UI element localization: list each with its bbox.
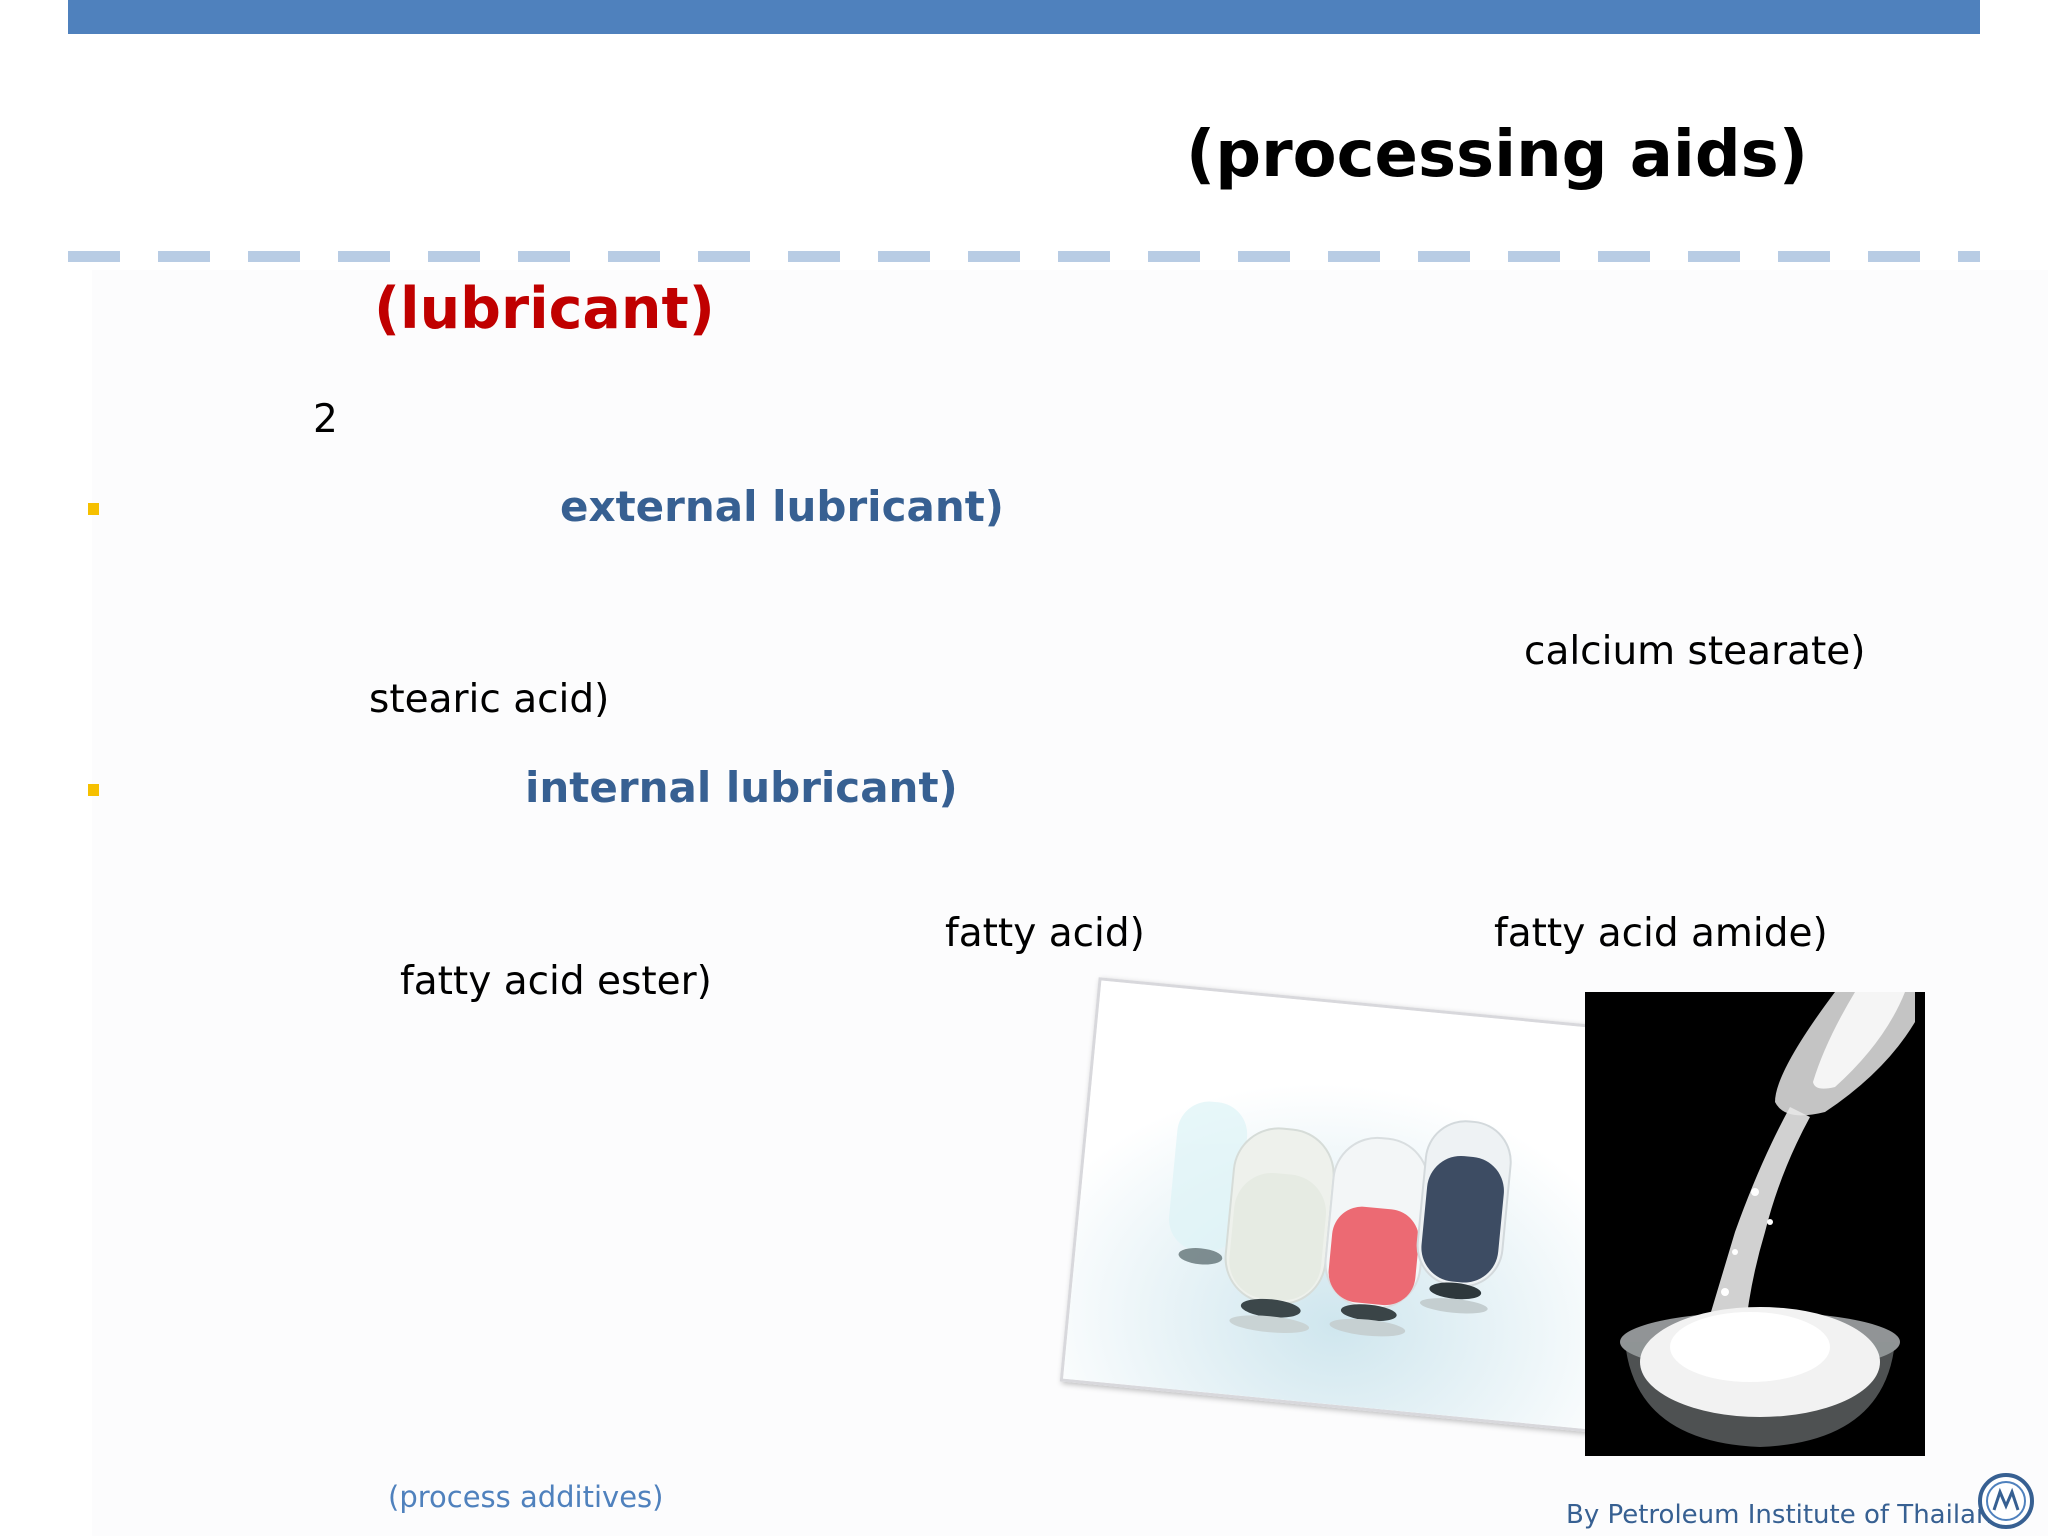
- dashed-divider: [68, 251, 1980, 262]
- internal-lubricant-heading: internal lubricant): [525, 763, 958, 812]
- internal-fatty-acid-amide: fatty acid amide): [1494, 911, 1828, 956]
- section-subtitle: (lubricant): [374, 276, 715, 342]
- bullet-external: [88, 503, 99, 515]
- plastic-pellets-photo: [1059, 977, 1633, 1433]
- footer-process-additives: (process additives): [388, 1480, 664, 1514]
- white-powder-photo: [1585, 992, 1925, 1456]
- external-lubricant-heading: external lubricant): [560, 482, 1004, 531]
- slide-title: (processing aids): [1186, 118, 1808, 192]
- internal-fatty-acid-ester: fatty acid ester): [400, 959, 712, 1004]
- intro-number: 2: [313, 397, 338, 442]
- footer-credit: By Petroleum Institute of Thailand: [1566, 1500, 2009, 1530]
- external-calcium-stearate: calcium stearate): [1524, 629, 1866, 674]
- petroleum-institute-logo: [1976, 1472, 2036, 1530]
- internal-fatty-acid: fatty acid): [945, 911, 1145, 956]
- bullet-internal: [88, 784, 99, 796]
- external-stearic-acid: stearic acid): [369, 677, 610, 722]
- top-accent-bar: [68, 0, 1980, 34]
